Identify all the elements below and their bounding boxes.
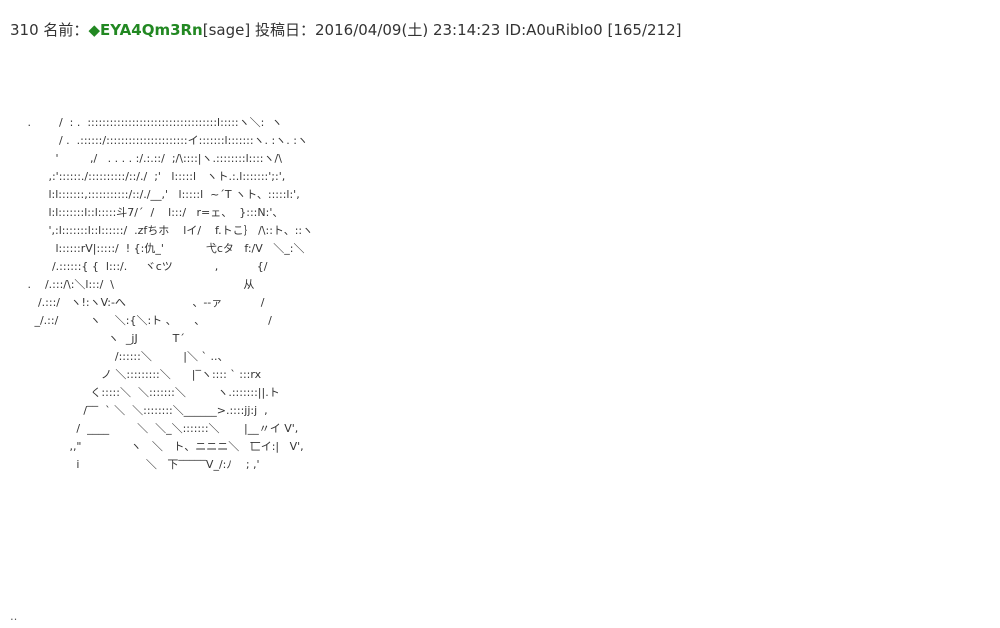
aa-line: /::::::＼ |＼ ` ..、: [10, 350, 229, 363]
post-number[interactable]: 310: [10, 21, 39, 39]
aa-line: / ____ ＼ ＼_＼:::::::＼ |__〃イ V',: [10, 422, 299, 435]
aa-line: ',:l:::::::l::l::::::/ .zfちホ lイ/ f.トこ｝ /…: [10, 224, 314, 237]
aa-line: ,," ヽ ＼ ト、ニニニ＼ 匸イ:| V',: [10, 440, 304, 453]
aa-line: /.::::::{ { l:::/. ヾcツ , {/: [10, 260, 268, 273]
aa-line: /‾‾ ` ＼ ＼::::::::＼______>.::::jj:j ,: [10, 404, 268, 417]
aa-line: l:l:::::::,:::::::::::/::/./__,' l:::::l…: [10, 188, 300, 201]
name-label: 名前：: [43, 21, 89, 39]
poster-trip: ◆EYA4Qm3Rn: [88, 21, 203, 39]
post-count: [165/212]: [607, 21, 682, 39]
aa-line: l:l:::::::l::l:::::斗7/´ / l:::/ r=ェ、 }::…: [10, 206, 284, 219]
aa-line: . /.:::/\:＼l:::/ \ 从: [10, 278, 255, 291]
aa-line: . / : . ::::::::::::::::::::::::::::::::…: [10, 116, 283, 129]
aa-line: ,:'::::::./::::::::::/::/./ ;' l:::::l ヽ…: [10, 170, 286, 183]
aa-line: l::::::rV|:::::/ ! {:仇_' 弋cタ f:/V ＼_:＼: [10, 242, 305, 255]
mail-field[interactable]: [sage]: [202, 21, 251, 39]
date-label: 投稿日：: [255, 21, 316, 39]
bottom-mark: ‥: [10, 610, 18, 623]
aa-line: ノ ＼:::::::::＼ |‾ヽ:::: ` :::rx: [10, 368, 262, 381]
aa-line: ヽ _jJ T´: [10, 332, 185, 345]
aa-line: く:::::＼ ＼:::::::＼ ヽ.:::::::||.ト: [10, 386, 280, 399]
post-header: 310 名前：◆EYA4Qm3Rn[sage] 投稿日：2016/04/09(土…: [10, 20, 682, 40]
poster-id[interactable]: ID:A0uRibIo0: [505, 21, 603, 39]
aa-line: _/.::/ ヽ ＼:{＼:ト 、 、 /: [10, 314, 272, 327]
aa-line: i ＼ 下‾‾‾‾‾V_/:ﾉ ; ,': [10, 458, 260, 471]
aa-line: / . .::::::/::::::::::::::::::::::イ:::::…: [10, 134, 308, 147]
ascii-art: . / : . ::::::::::::::::::::::::::::::::…: [10, 60, 990, 474]
aa-line: /.:::/ ヽ!:ヽV:-へ 、--ァ /: [10, 296, 265, 309]
post-date: 2016/04/09(土) 23:14:23: [315, 21, 501, 39]
post-body: . / : . ::::::::::::::::::::::::::::::::…: [10, 60, 990, 474]
aa-line: ' ,/ . . . . :/.:.::/ ;/\::::|ヽ.::::::::…: [10, 152, 282, 165]
